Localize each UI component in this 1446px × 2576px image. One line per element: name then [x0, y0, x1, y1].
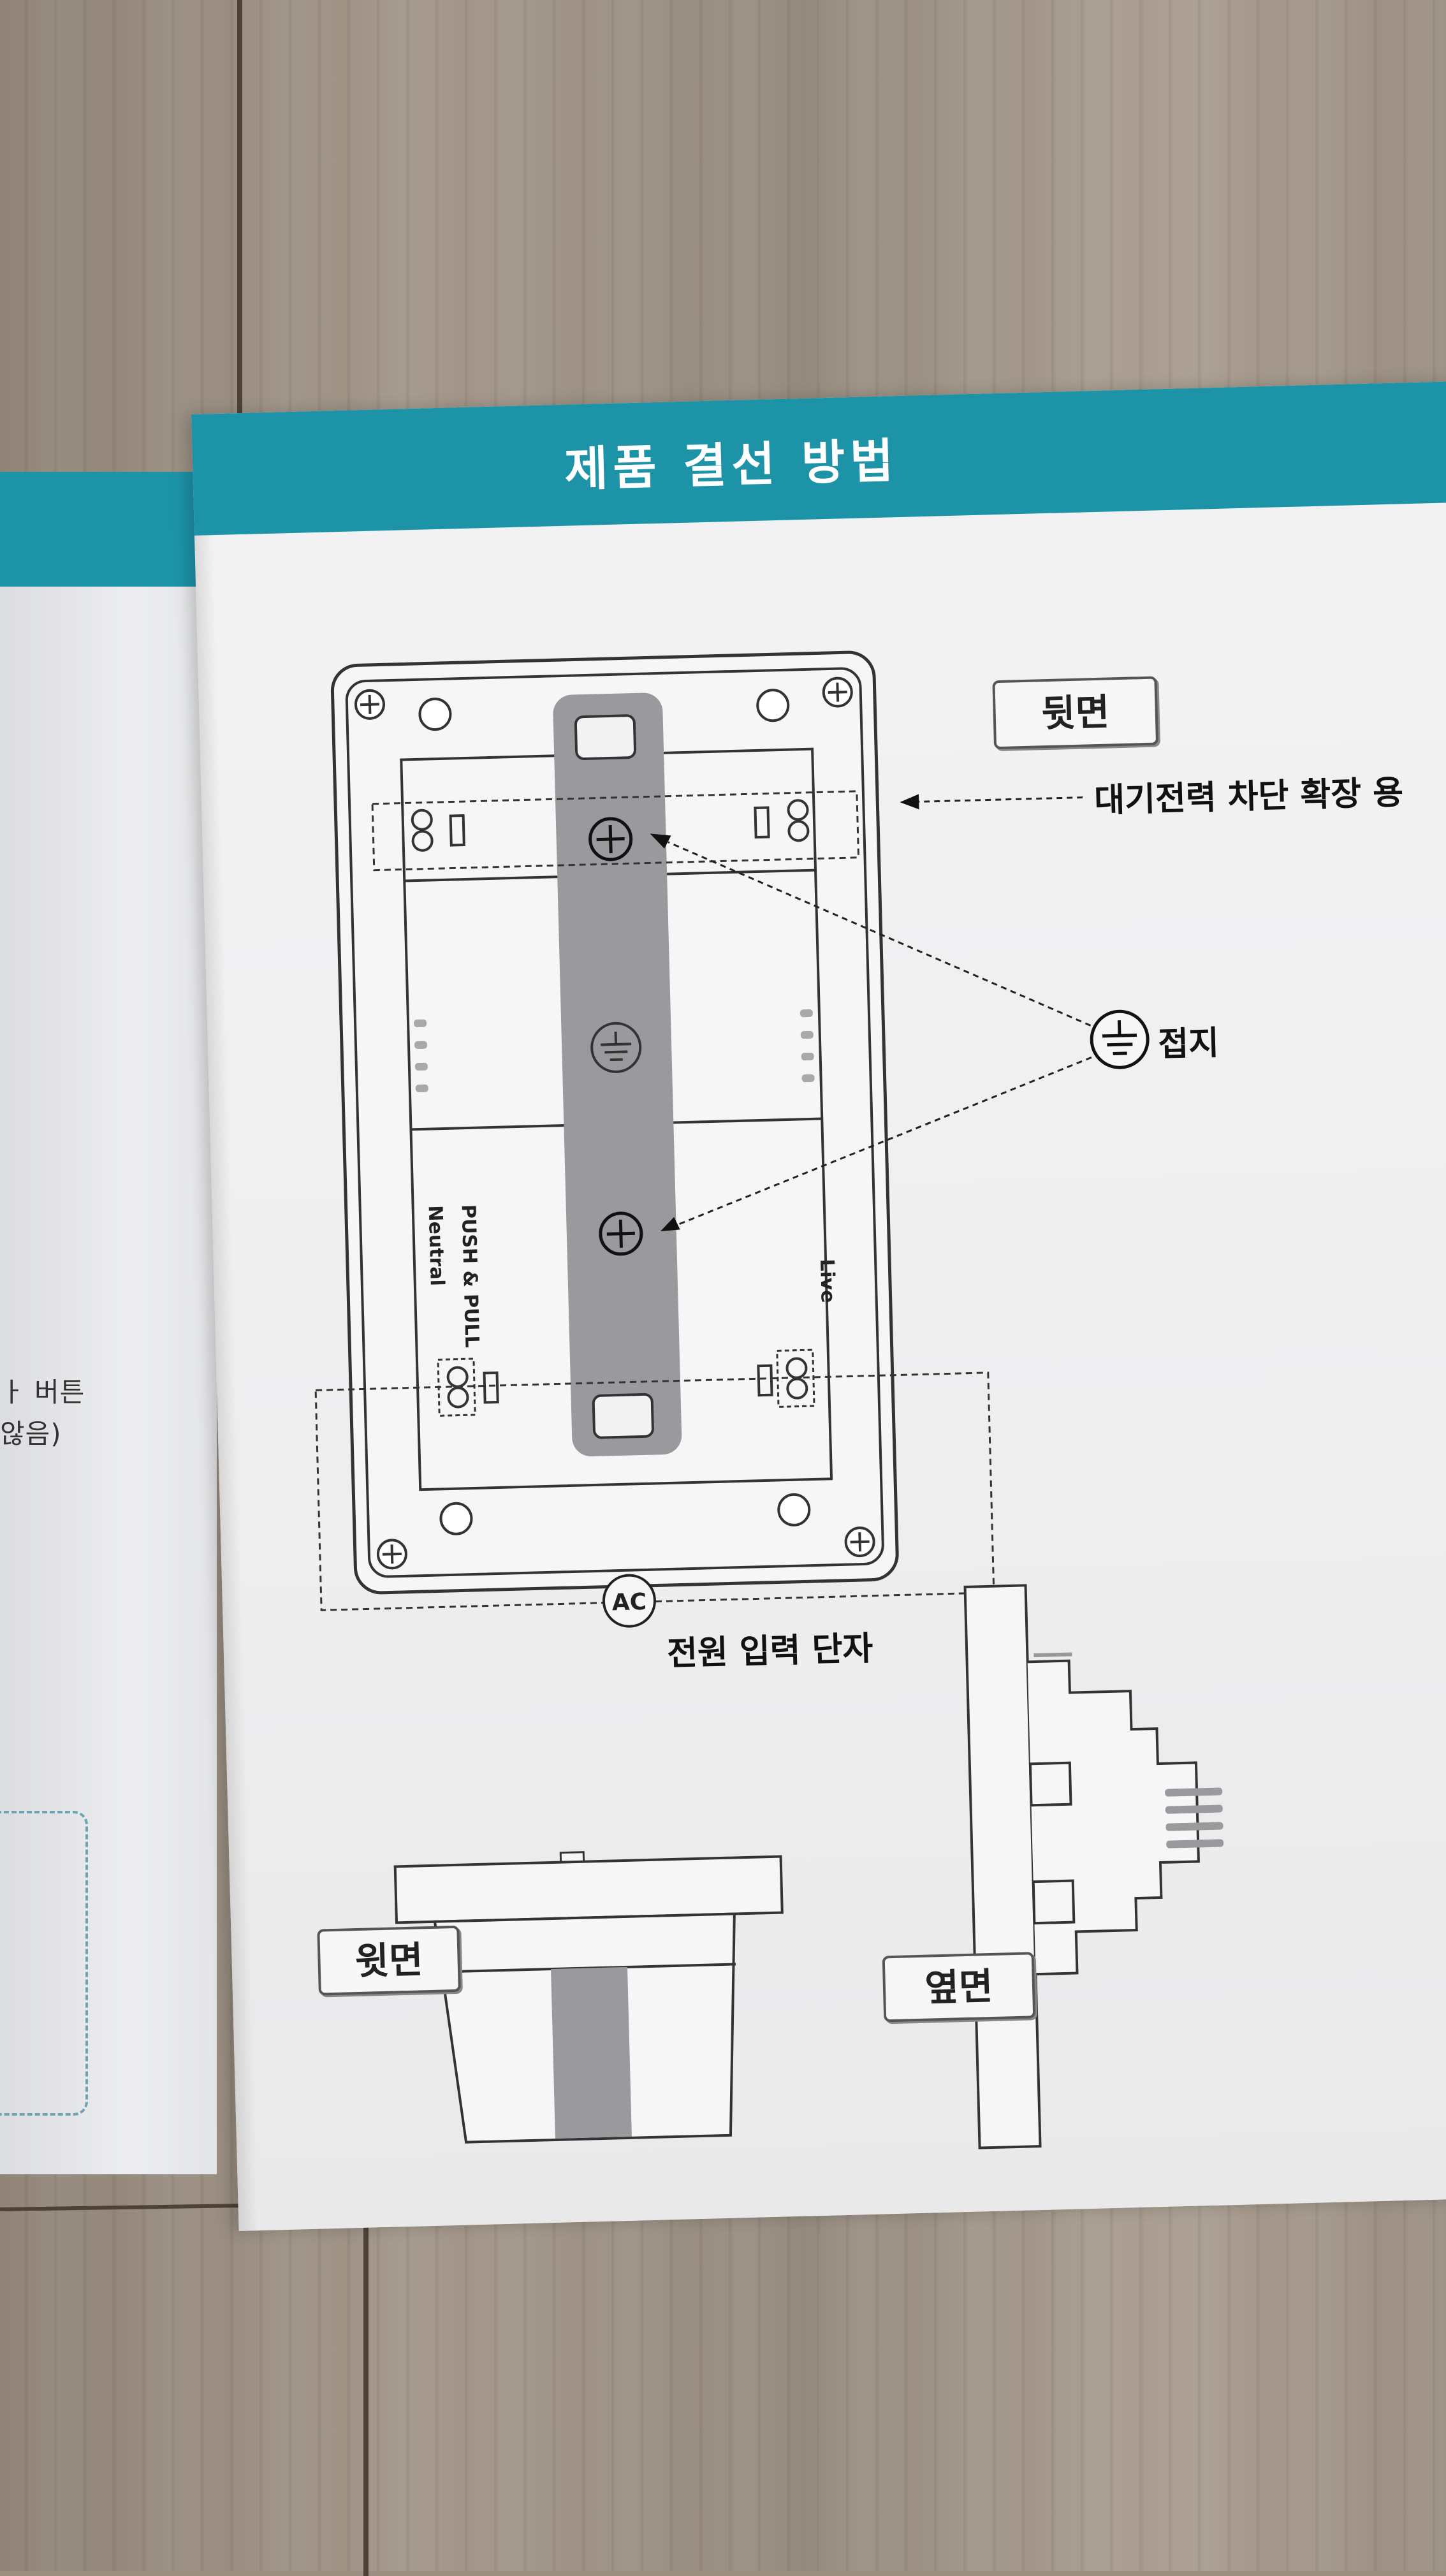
ground-symbol-icon: [1090, 1009, 1150, 1069]
live-terminal-box: [776, 1349, 815, 1408]
mounting-bracket: [553, 692, 682, 1457]
arrowhead: [660, 1217, 680, 1232]
corner-screw-icon: [822, 677, 853, 708]
standby-cut-label: 대기전력 차단 확장 용: [1093, 773, 1404, 821]
neutral-label: Neutral: [424, 1205, 448, 1286]
top-view-tag: 윗면: [317, 1925, 461, 1996]
mount-hole: [777, 1493, 811, 1526]
standby-terminals: [411, 799, 810, 852]
ac-symbol-icon: AC: [602, 1574, 656, 1628]
side-view-tag: 옆면: [882, 1952, 1036, 2023]
bracket-slot: [592, 1393, 654, 1439]
mount-hole: [756, 689, 790, 722]
left-page-text-line-2: 않음): [0, 1418, 62, 1449]
left-page-text-line-1: ㅏ 버튼: [0, 1377, 85, 1408]
floor-seam: [363, 2181, 369, 2576]
back-view-tag: 뒷면: [992, 676, 1159, 750]
push-pull-label: PUSH & PULL: [457, 1204, 483, 1349]
side-view-drawing: [963, 1584, 1224, 2149]
arrowhead: [900, 794, 919, 810]
ground-leader-line: [668, 841, 1092, 1027]
bracket-slot: [574, 714, 637, 761]
live-label: Live: [815, 1259, 839, 1303]
standby-leader-line: [916, 796, 1083, 803]
manual-page: 제품 결선 방법: [191, 381, 1446, 2232]
svg-text:AC: AC: [611, 1589, 646, 1616]
ground-label: 접지: [1157, 1024, 1220, 1064]
top-view-drawing: [393, 1851, 784, 2144]
left-page-header-band: [0, 472, 217, 587]
ground-screw-icon: [599, 1211, 643, 1256]
arrowhead: [650, 833, 671, 849]
switch-inner-frame: [345, 667, 884, 1578]
mount-hole: [439, 1502, 473, 1535]
floor-seam: [237, 0, 242, 485]
corner-screw-icon: [844, 1526, 875, 1558]
standby-highlight-box: [371, 790, 860, 872]
power-input-highlight-box: [314, 1372, 995, 1611]
power-input-label: 전원 입력 단자: [666, 1629, 874, 1674]
corner-screw-icon: [376, 1539, 407, 1570]
mount-hole: [418, 698, 452, 731]
left-page-dashed-box: [0, 1811, 88, 2116]
ground-leader-line: [677, 1056, 1092, 1226]
vent-slots: [414, 1009, 815, 1093]
ground-screw-icon: [588, 817, 633, 861]
corner-screw-icon: [354, 689, 386, 720]
left-page: ㅏ 버튼 않음): [0, 472, 217, 2174]
earth-symbol-icon: [590, 1021, 642, 1073]
